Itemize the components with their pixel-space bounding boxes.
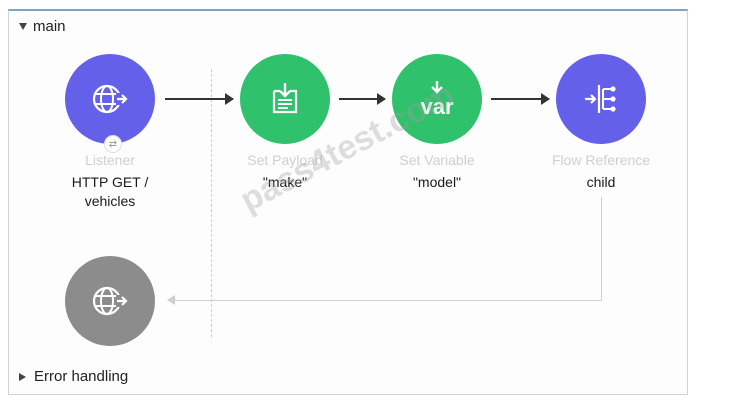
return-path-horizontal [175,300,602,301]
flow-reference-type-label: Flow Reference [551,152,651,168]
set-payload-caption: Set Payload "make" [215,151,355,192]
set-payload-value-label: "make" [262,174,308,190]
flow-arrow [165,93,234,105]
listener-source-badge-icon: ⇄ [104,135,122,153]
flow-canvas: main ⇄ Listener HTTP GET / vehicles Set … [8,9,688,395]
error-handling-label: Error handling [34,368,129,385]
down-arrow-icon [431,81,443,94]
var-icon-text: var [420,94,454,119]
flow-header[interactable]: main [19,18,66,35]
response-node[interactable] [65,256,155,346]
set-variable-node[interactable]: var [392,54,482,144]
set-payload-type-label: Set Payload [247,152,323,168]
set-payload-icon [272,83,298,114]
flow-reference-node[interactable] [556,54,646,144]
set-variable-value-label: "model" [412,174,462,190]
return-arrowhead-icon [167,295,175,305]
globe-icon [92,84,128,114]
globe-icon [92,286,128,316]
set-variable-type-label: Set Variable [399,152,475,168]
flow-reference-caption: Flow Reference child [531,151,671,192]
listener-node[interactable] [65,54,155,144]
collapse-triangle-icon[interactable] [19,23,27,30]
set-variable-caption: Set Variable "model" [367,151,507,192]
flow-name: main [33,18,66,35]
expand-triangle-icon[interactable] [19,372,26,381]
source-divider [211,69,212,337]
flow-reference-icon [585,85,616,113]
flow-reference-value-label: child [586,174,616,190]
flow-arrow [491,93,550,105]
listener-caption: Listener HTTP GET / vehicles [40,151,180,211]
listener-value-label: HTTP GET / vehicles [71,174,149,209]
flow-arrow [339,93,386,105]
return-path-vertical [601,197,602,300]
listener-type-label: Listener [85,152,135,168]
var-icon: var [420,80,454,119]
set-payload-node[interactable] [240,54,330,144]
error-handling-section[interactable]: Error handling [19,368,128,385]
